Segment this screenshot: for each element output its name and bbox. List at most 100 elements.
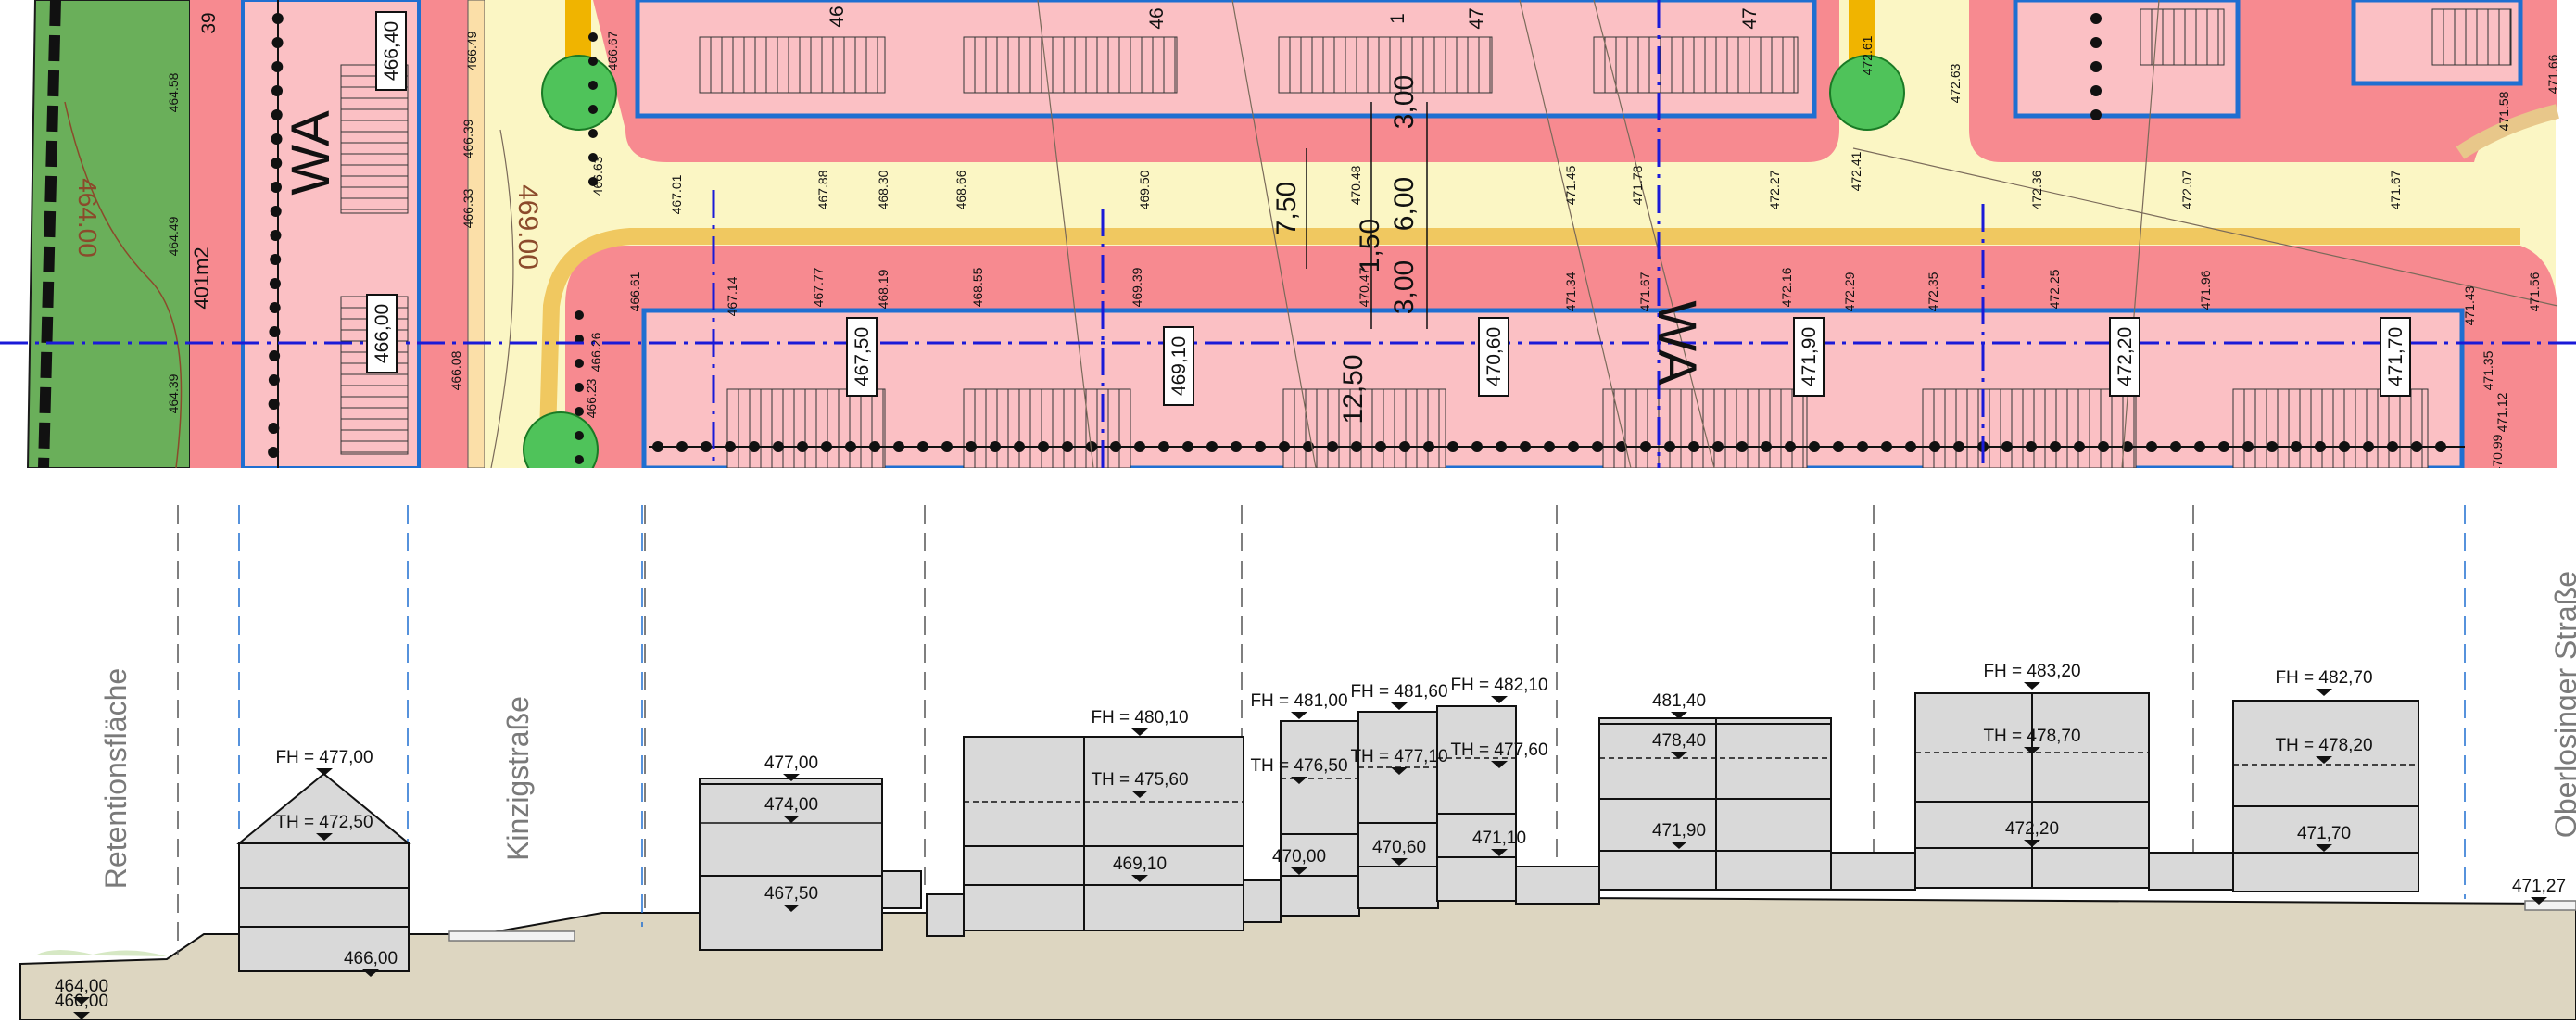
level-label: 481,40 — [1652, 691, 1706, 711]
level-triangle — [1491, 849, 1508, 856]
spot-height: 468.19 — [876, 269, 890, 309]
spot-height: 471.34 — [1563, 272, 1578, 311]
boundary-dot — [575, 359, 584, 368]
level-marker-19: 471,10 — [1472, 829, 1526, 856]
section-building-5 — [1436, 705, 1517, 902]
boundary-dot — [271, 133, 283, 145]
level-label: 471,10 — [1472, 829, 1526, 848]
level-marker-27: TH = 478,20 — [2275, 736, 2373, 764]
height-box-label: 471,90 — [1799, 327, 1820, 386]
boundary-dot — [271, 61, 284, 72]
level-label: 471,70 — [2297, 824, 2351, 843]
boundary-dot — [268, 423, 280, 434]
terrace-platform-2 — [1243, 879, 1282, 923]
level-triangle — [73, 997, 90, 1005]
level-triangle — [2316, 756, 2332, 764]
boundary-dot — [2090, 61, 2102, 72]
level-triangle — [1291, 867, 1307, 875]
green-contour-line — [64, 101, 183, 469]
level-label: TH = 477,60 — [1450, 740, 1547, 760]
level-marker-5: 477,00 — [764, 753, 818, 781]
height-box-5: 471,90 — [1793, 317, 1825, 397]
road-slab-oberlosinger — [2524, 900, 2576, 911]
spot-height: 472.41 — [1849, 151, 1863, 191]
boundary-dot — [269, 350, 281, 361]
level-triangle — [1131, 791, 1148, 798]
height-box-label: 471,70 — [2385, 327, 2406, 386]
level-marker-17: FH = 482,10 — [1450, 676, 1548, 703]
boundary-dot — [271, 13, 284, 24]
level-marker-13: 470,00 — [1272, 847, 1326, 875]
boundary-dot — [271, 85, 284, 96]
spot-height: 467.77 — [811, 267, 826, 307]
contour-lines — [490, 0, 2558, 469]
boundary-dot — [269, 302, 281, 313]
level-marker-9: TH = 475,60 — [1091, 770, 1189, 798]
level-triangle — [783, 905, 800, 912]
level-triangle — [783, 816, 800, 823]
spot-height: 471.35 — [2481, 350, 2495, 390]
height-box-4: 470,60 — [1478, 317, 1509, 397]
stair-hatching — [341, 8, 2512, 469]
level-marker-7: 467,50 — [764, 884, 818, 912]
level-triangle — [1671, 842, 1687, 849]
boundary-dot — [588, 81, 598, 90]
boundary-dot — [270, 182, 282, 193]
boundary-dot — [270, 206, 282, 217]
level-triangle — [783, 774, 800, 781]
level-marker-6: 474,00 — [764, 795, 818, 823]
spot-height: 466.23 — [584, 378, 599, 418]
stair-hatch-11 — [2232, 388, 2429, 469]
spot-height: 464.58 — [166, 72, 181, 112]
spot-height: 472.29 — [1842, 272, 1857, 311]
height-box-label: 472,20 — [2115, 327, 2136, 386]
street-label-retention: Retentionsfläche — [99, 668, 133, 889]
spot-height: 470.99 — [2490, 434, 2505, 474]
level-label: 464,00 — [55, 977, 108, 996]
height-box-6: 472,20 — [2109, 317, 2140, 397]
level-marker-24: TH = 478,70 — [1983, 727, 2081, 754]
level-label: 466,00 — [344, 949, 398, 968]
level-marker-25: 472,20 — [2005, 819, 2059, 847]
level-marker-23: FH = 483,20 — [1983, 662, 2081, 690]
spot-height: 471.67 — [1637, 272, 1652, 311]
stair-hatch-6 — [726, 388, 886, 469]
boundary-dot — [270, 254, 282, 265]
spot-height: 471.78 — [1630, 165, 1645, 205]
spot-height: 471.43 — [2462, 285, 2477, 325]
spot-height: 472.16 — [1779, 267, 1794, 307]
level-marker-12: TH = 476,50 — [1250, 756, 1348, 784]
level-label: 470,00 — [1272, 847, 1326, 867]
retention-vegetation — [37, 950, 167, 956]
height-box-1: 466,00 — [366, 294, 398, 373]
spot-height: 471.45 — [1563, 165, 1578, 205]
tree-label: 466.67 — [605, 31, 620, 70]
top-partial-label: 46 — [827, 6, 848, 27]
top-partial-label: 47 — [1739, 7, 1761, 29]
boundary-dot — [575, 310, 584, 320]
level-marker-18: TH = 477,60 — [1450, 740, 1548, 768]
spot-height: 466.61 — [627, 272, 642, 311]
level-marker-14: FH = 481,60 — [1350, 682, 1448, 710]
level-marker-28: 471,70 — [2297, 824, 2351, 852]
boundary-dot — [268, 447, 280, 458]
level-triangle — [2531, 897, 2547, 905]
lower-footpath — [538, 228, 2520, 469]
height-box-label: 466,00 — [372, 304, 393, 363]
level-label: 460,00 — [55, 992, 108, 1011]
spot-height: 472.07 — [2179, 170, 2194, 209]
level-triangle — [1291, 777, 1307, 784]
level-marker-11: FH = 481,00 — [1250, 691, 1348, 719]
spot-heights: 464.58464.49464.39466.49466.39466.33466.… — [166, 31, 2560, 474]
dimension-label: 1,50 — [1355, 219, 1385, 272]
boundary-dot — [271, 37, 284, 48]
spot-height: 466.33 — [461, 188, 475, 228]
spot-height: 472.27 — [1767, 170, 1782, 209]
contour-level-label: 469.00 — [512, 184, 543, 270]
level-label: 477,00 — [764, 753, 818, 773]
spot-height: 472.25 — [2047, 269, 2062, 309]
level-marker-29: 471,27 — [2512, 877, 2566, 905]
terrace-platform-4 — [1830, 852, 1916, 891]
